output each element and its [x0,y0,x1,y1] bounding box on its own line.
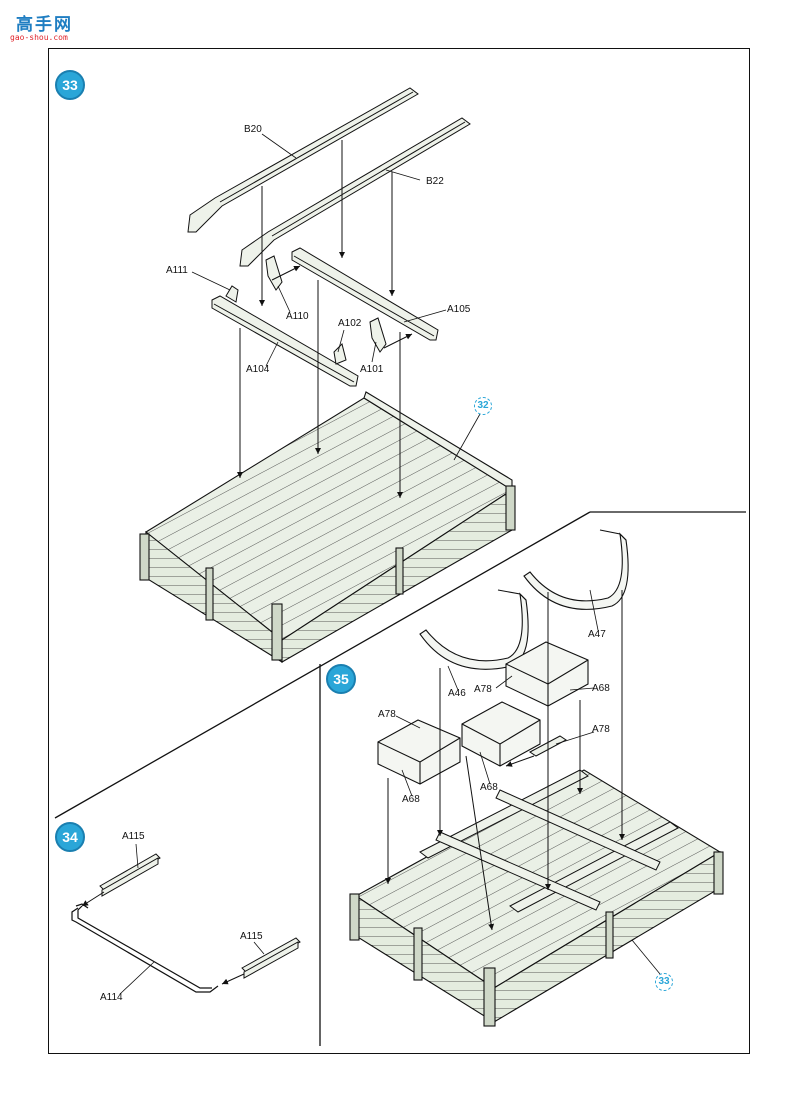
label-a78-left: A78 [378,709,396,720]
frame-a114 [71,903,219,993]
logo-text: 高手网 [16,15,73,34]
instruction-frame [48,48,750,1054]
step34-leaders [119,843,265,995]
label-a78-right: A78 [592,724,610,735]
ref-step-32: 32 [474,397,492,415]
step35-leaders [395,589,661,975]
truck-bed-33 [139,391,516,663]
beam-a104 [211,285,359,387]
label-a115-bottom: A115 [240,931,263,942]
label-a105: A105 [447,304,471,315]
logo-url: gao-shou.com [10,33,68,42]
step-34-badge: 34 [55,822,85,852]
step34-arrows [81,891,245,985]
panel-dividers [54,511,746,1046]
label-a101: A101 [360,364,384,375]
cover-a46 [419,589,529,670]
step-33-badge: 33 [55,70,85,100]
label-a111: A111 [166,265,188,276]
bar-a115-top [99,853,161,897]
rail-b22 [239,117,471,267]
label-a102: A102 [338,318,362,329]
label-b22: B22 [426,176,444,187]
brackets-a110-a101-a102 [265,255,387,365]
label-a104: A104 [246,364,270,375]
label-a115-top: A115 [122,831,145,842]
step33-leaders [191,133,481,461]
bed35-crossbars [419,769,679,913]
label-a47: A47 [588,629,606,640]
step-35-badge: 35 [326,664,356,694]
label-a46: A46 [448,688,466,699]
site-logo: 高手网 gao-shou.com [6,6,96,42]
box-a68-mid [461,701,541,767]
label-a114: A114 [100,992,123,1003]
beam-a105 [291,247,439,341]
label-a68-top: A68 [592,683,610,694]
label-a110: A110 [286,311,309,322]
label-a78-top: A78 [474,684,492,695]
box-a68-left [377,719,461,785]
step35-arrows [385,590,625,931]
bar-a115-bottom [241,937,301,979]
cover-a47 [523,529,629,610]
ref-step-33: 33 [655,973,673,991]
rail-b20 [187,87,419,233]
label-a68-mid: A68 [480,782,498,793]
label-a68-left: A68 [402,794,420,805]
label-b20: B20 [244,124,262,135]
step33-arrows [237,140,413,498]
